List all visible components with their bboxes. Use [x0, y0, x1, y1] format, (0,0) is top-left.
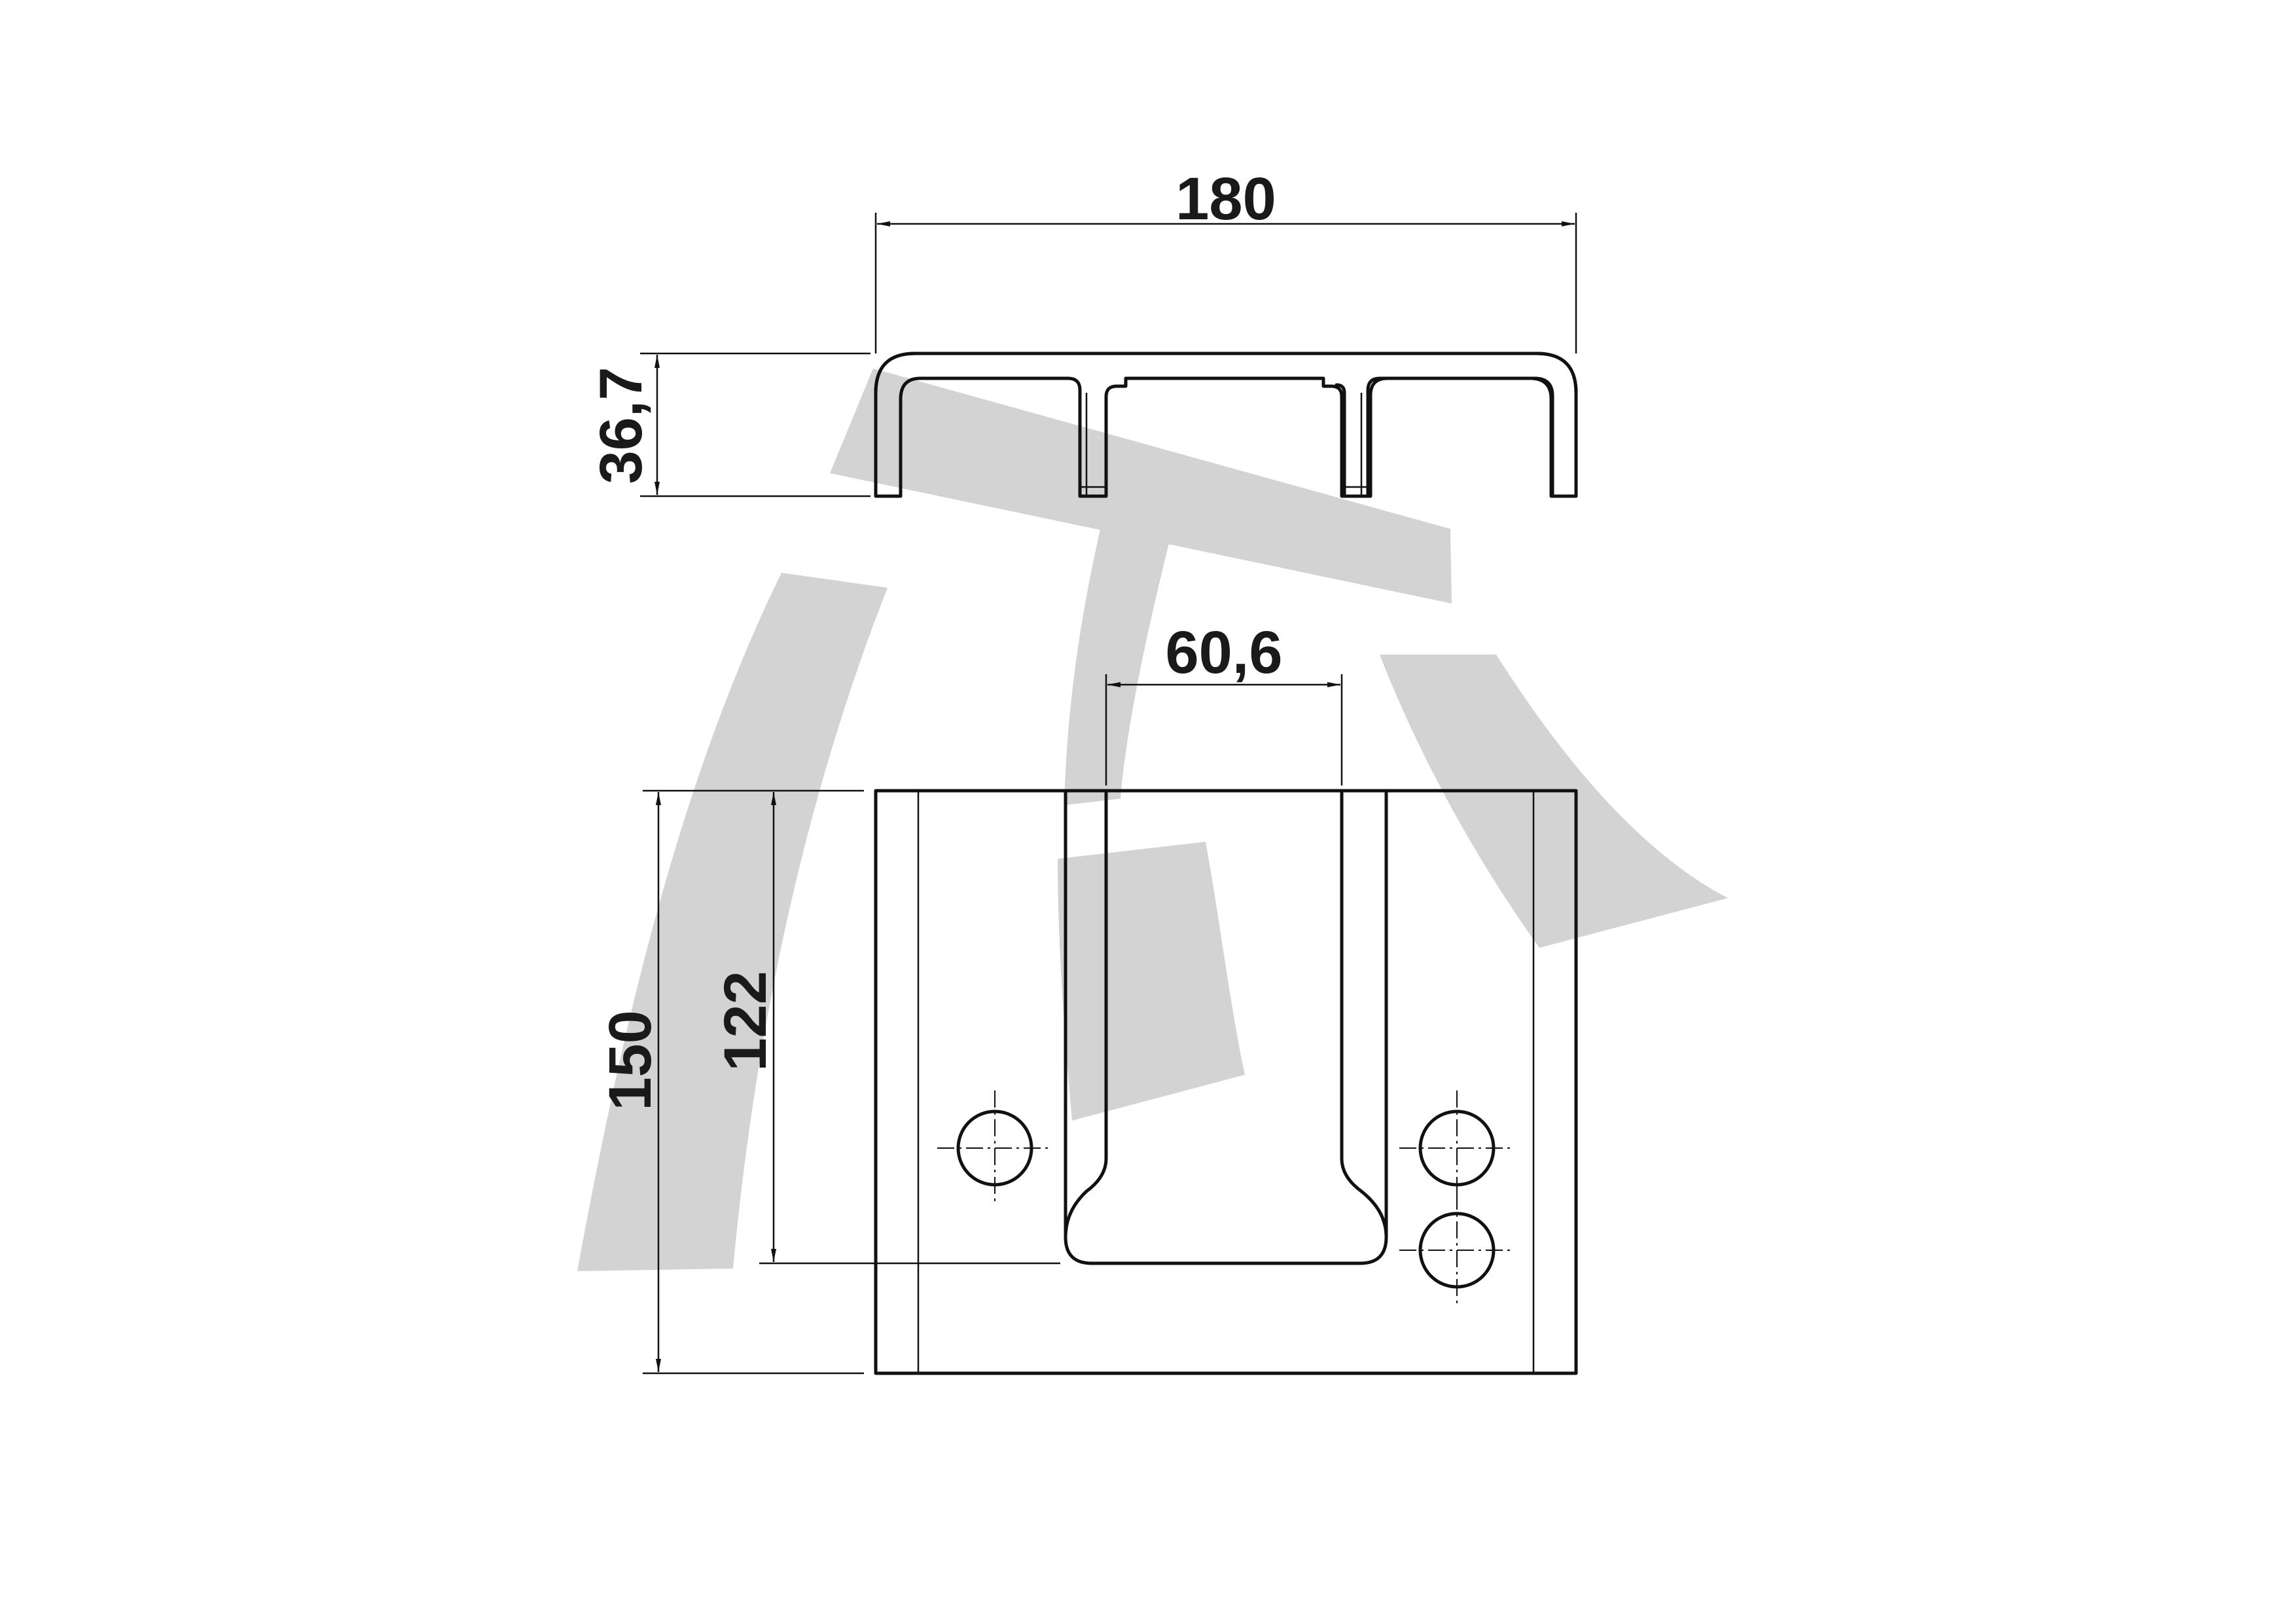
- brand-logo-icon: [577, 369, 1728, 1271]
- overall-width-label: 180: [1175, 166, 1276, 232]
- top-view-height-label: 36,7: [588, 367, 655, 484]
- dimension-slot-width: 60,6: [1105, 619, 1343, 785]
- dimension-top-view-height: 36,7: [588, 352, 870, 497]
- slot-width-label: 60,6: [1165, 619, 1282, 686]
- dimension-overall-height: 150: [597, 789, 864, 1375]
- mounting-hole-right-lower: [1399, 1193, 1515, 1308]
- mounting-hole-left: [937, 1090, 1052, 1206]
- slot-depth-label: 122: [712, 971, 779, 1072]
- mounting-hole-right-upper: [1399, 1090, 1515, 1206]
- dimension-overall-width: 180: [874, 166, 1577, 353]
- top-view-outline: [874, 351, 1578, 498]
- dimension-slot-depth: 122: [712, 792, 1060, 1265]
- overall-height-label: 150: [597, 1010, 664, 1111]
- front-view-outline: [874, 789, 1578, 1375]
